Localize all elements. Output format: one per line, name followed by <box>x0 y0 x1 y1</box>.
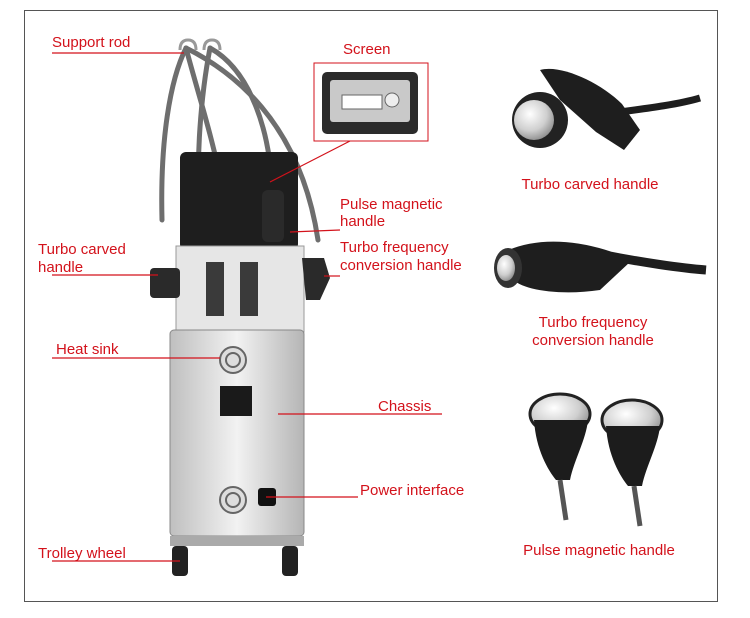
label-turbo-carved-handle-line2: handle <box>38 259 84 276</box>
label-turbo-frequency-line2: conversion handle <box>340 257 462 274</box>
label-power-interface: Power interface <box>360 482 465 499</box>
label-turbo-carved-handle-line1: Turbo carved <box>38 241 126 258</box>
pulse-magnetic-handles-image <box>528 392 664 527</box>
label-right-pulse-magnetic-handle: Pulse magnetic handle <box>523 542 675 559</box>
turbo-frequency-handle-image <box>494 241 707 293</box>
label-trolley-wheel: Trolley wheel <box>38 545 126 562</box>
label-pulse-magnetic-line2: handle <box>340 213 386 230</box>
trolley-wheels <box>172 546 298 576</box>
label-right-turbo-frequency-line1: Turbo frequency <box>538 314 648 331</box>
support-rod-hooks <box>178 38 222 51</box>
leader-lines <box>52 52 442 562</box>
label-right-turbo-frequency-line2: conversion handle <box>532 332 654 349</box>
screen <box>313 62 429 142</box>
diagram-frame <box>24 10 718 602</box>
handle-holder <box>150 190 330 333</box>
chassis-body <box>169 329 305 546</box>
label-heat-sink: Heat sink <box>56 341 119 358</box>
turbo-carved-handle-image <box>512 68 702 150</box>
label-chassis: Chassis <box>378 398 432 415</box>
label-pulse-magnetic-line1: Pulse magnetic <box>340 196 443 213</box>
label-support-rod: Support rod <box>52 34 131 51</box>
label-screen: Screen <box>343 41 391 58</box>
label-right-turbo-carved-handle: Turbo carved handle <box>521 176 659 193</box>
label-turbo-frequency-line1: Turbo frequency <box>340 239 449 256</box>
